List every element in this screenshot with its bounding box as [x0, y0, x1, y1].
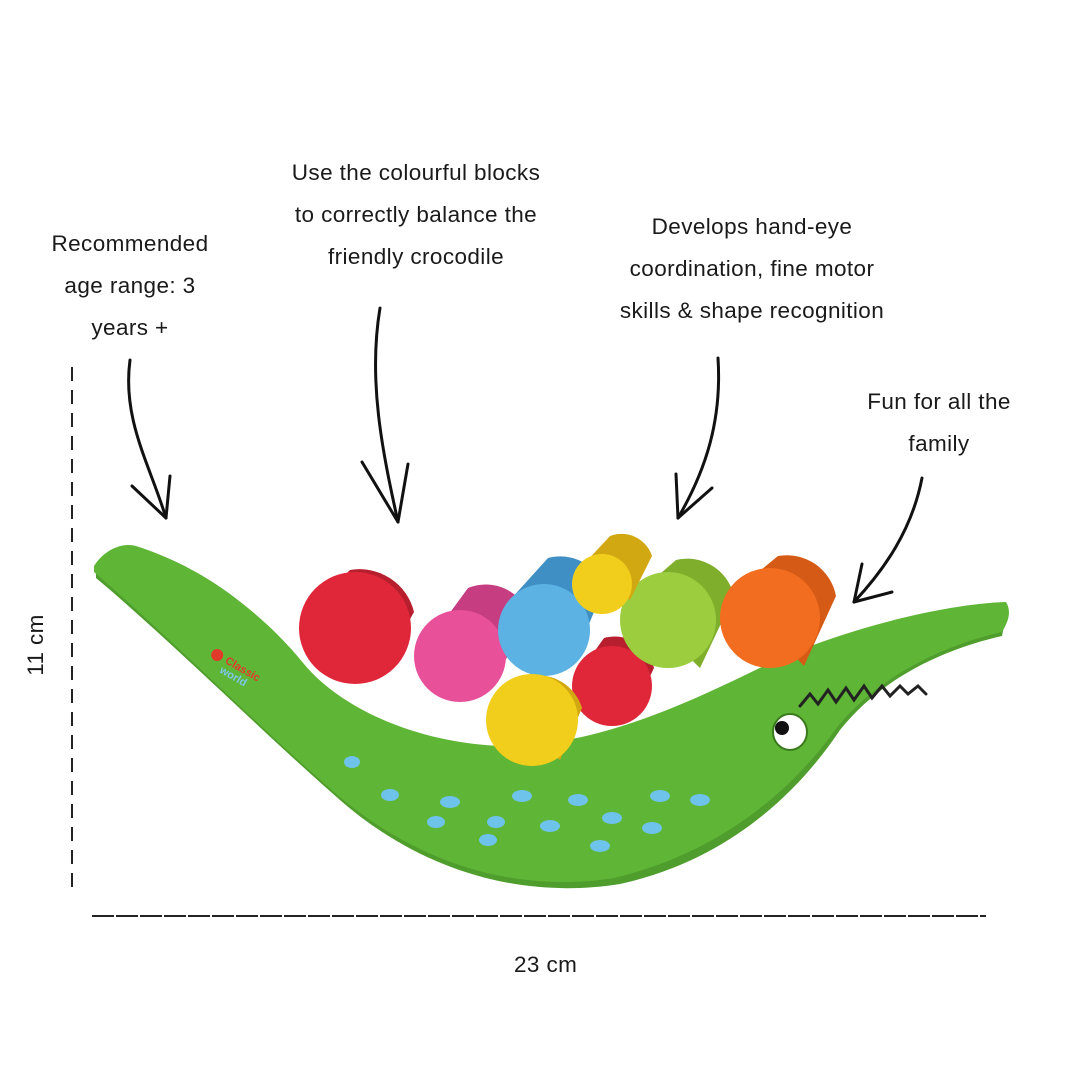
- block-red-large: [299, 569, 414, 684]
- crocodile-body: [94, 544, 1009, 883]
- callout-line: Develops hand-eye: [651, 214, 853, 239]
- callout-line: coordination, fine motor: [629, 256, 875, 281]
- crocodile-pupil: [775, 721, 789, 735]
- block-orange: [720, 555, 836, 668]
- width-label: 23 cm: [514, 952, 578, 977]
- block-yellow-large: [486, 674, 582, 766]
- block-red-small: [572, 636, 654, 726]
- callout-line: Recommended: [51, 231, 209, 256]
- callout-family-fun: Fun for all the family: [830, 381, 1048, 465]
- crocodile-teeth: [798, 683, 928, 708]
- block-lime: [620, 558, 734, 668]
- height-label: 11 cm: [23, 614, 48, 676]
- crocodile-spots: [344, 756, 710, 852]
- callout-age-range: Recommended age range: 3 years +: [16, 223, 244, 349]
- callout-skills: Develops hand-eye coordination, fine mot…: [570, 206, 934, 332]
- callout-line: Use the colourful blocks: [291, 160, 541, 185]
- brand-logo-icon: [211, 649, 224, 661]
- callout-line: friendly crocodile: [327, 244, 505, 269]
- blocks: [299, 533, 836, 766]
- arrow-skills: [674, 356, 721, 520]
- callout-line: to correctly balance the: [294, 202, 538, 227]
- block-yellow-small: [572, 533, 652, 614]
- arrow-balance: [360, 306, 410, 524]
- callout-line: family: [908, 431, 970, 456]
- arrow-age: [127, 358, 172, 520]
- callout-line: skills & shape recognition: [619, 298, 885, 323]
- crocodile-toy: Classic world: [94, 544, 1009, 889]
- arrow-family: [852, 476, 924, 604]
- callout-line: years +: [91, 315, 169, 340]
- callout-balance-blocks: Use the colourful blocks to correctly ba…: [246, 152, 586, 278]
- callout-line: age range: 3: [64, 273, 196, 298]
- callout-line: Fun for all the: [867, 389, 1011, 414]
